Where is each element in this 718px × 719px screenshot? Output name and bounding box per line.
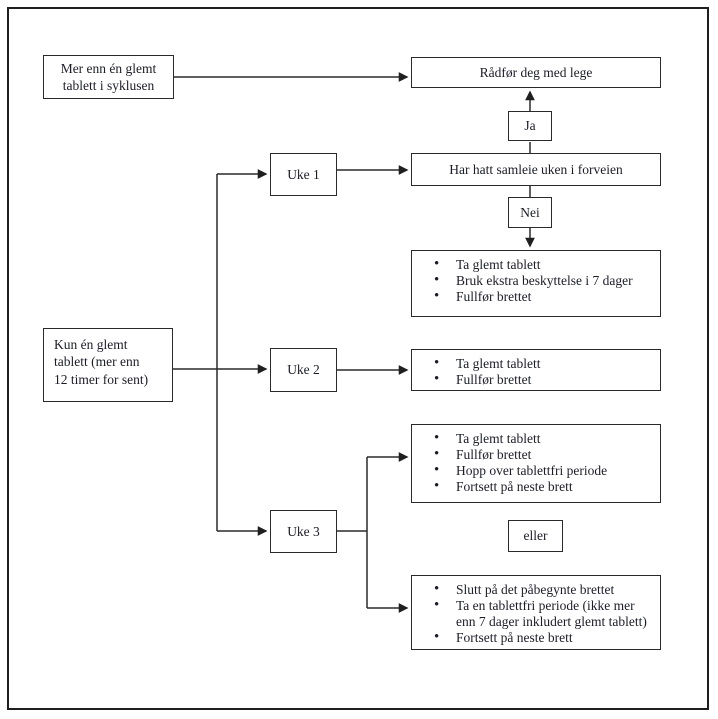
action-item: Fullfør brettet	[412, 288, 654, 305]
node-week3-option-b: Slutt på det påbegynte brettet Ta en tab…	[411, 575, 661, 650]
node-label: Nei	[520, 204, 540, 220]
node-week1-actions: Ta glemt tablett Bruk ekstra beskyttelse…	[411, 250, 661, 317]
node-or: eller	[508, 520, 563, 552]
action-list: Ta glemt tablett Bruk ekstra beskyttelse…	[412, 256, 654, 305]
node-label: Kun én glemt tablett (mer enn 12 timer f…	[54, 337, 149, 387]
action-item: Hopp over tablettfri periode	[412, 462, 654, 479]
action-list: Ta glemt tablett Fullfør brettet Hopp ov…	[412, 430, 654, 495]
node-label: Mer enn én glemt tablett i syklusen	[60, 60, 157, 93]
node-label: Ja	[524, 118, 536, 134]
node-one-missed: Kun én glemt tablett (mer enn 12 timer f…	[43, 328, 173, 402]
action-item: Ta en tablettfri periode (ikke mer enn 7…	[412, 597, 654, 630]
action-item: Ta glemt tablett	[412, 355, 654, 372]
action-item: Ta glemt tablett	[412, 256, 654, 273]
node-intercourse-question: Har hatt samleie uken i forveien	[411, 153, 661, 186]
action-item: Bruk ekstra beskyttelse i 7 dager	[412, 272, 654, 289]
node-consult-doctor: Rådfør deg med lege	[411, 57, 661, 88]
node-week3: Uke 3	[270, 510, 337, 553]
action-list: Slutt på det påbegynte brettet Ta en tab…	[412, 581, 654, 646]
action-item: Fortsett på neste brett	[412, 629, 654, 646]
node-week2: Uke 2	[270, 348, 337, 392]
node-week1: Uke 1	[270, 153, 337, 196]
node-label: Rådfør deg med lege	[479, 64, 593, 80]
node-label: Uke 3	[287, 523, 320, 539]
node-label: Uke 1	[287, 166, 320, 182]
node-more-than-one-missed: Mer enn én glemt tablett i syklusen	[43, 55, 174, 99]
page-border	[7, 7, 709, 710]
node-label: eller	[523, 528, 548, 544]
action-item: Fortsett på neste brett	[412, 478, 654, 495]
node-no: Nei	[508, 197, 552, 228]
action-list: Ta glemt tablett Fullfør brettet	[412, 355, 654, 388]
action-item: Fullfør brettet	[412, 446, 654, 463]
action-item: Slutt på det påbegynte brettet	[412, 581, 654, 598]
node-label: Uke 2	[287, 362, 320, 378]
node-label: Har hatt samleie uken i forveien	[449, 161, 623, 177]
action-item: Fullfør brettet	[412, 371, 654, 388]
node-week3-option-a: Ta glemt tablett Fullfør brettet Hopp ov…	[411, 424, 661, 503]
node-yes: Ja	[508, 111, 552, 141]
action-item: Ta glemt tablett	[412, 430, 654, 447]
node-week2-actions: Ta glemt tablett Fullfør brettet	[411, 349, 661, 391]
